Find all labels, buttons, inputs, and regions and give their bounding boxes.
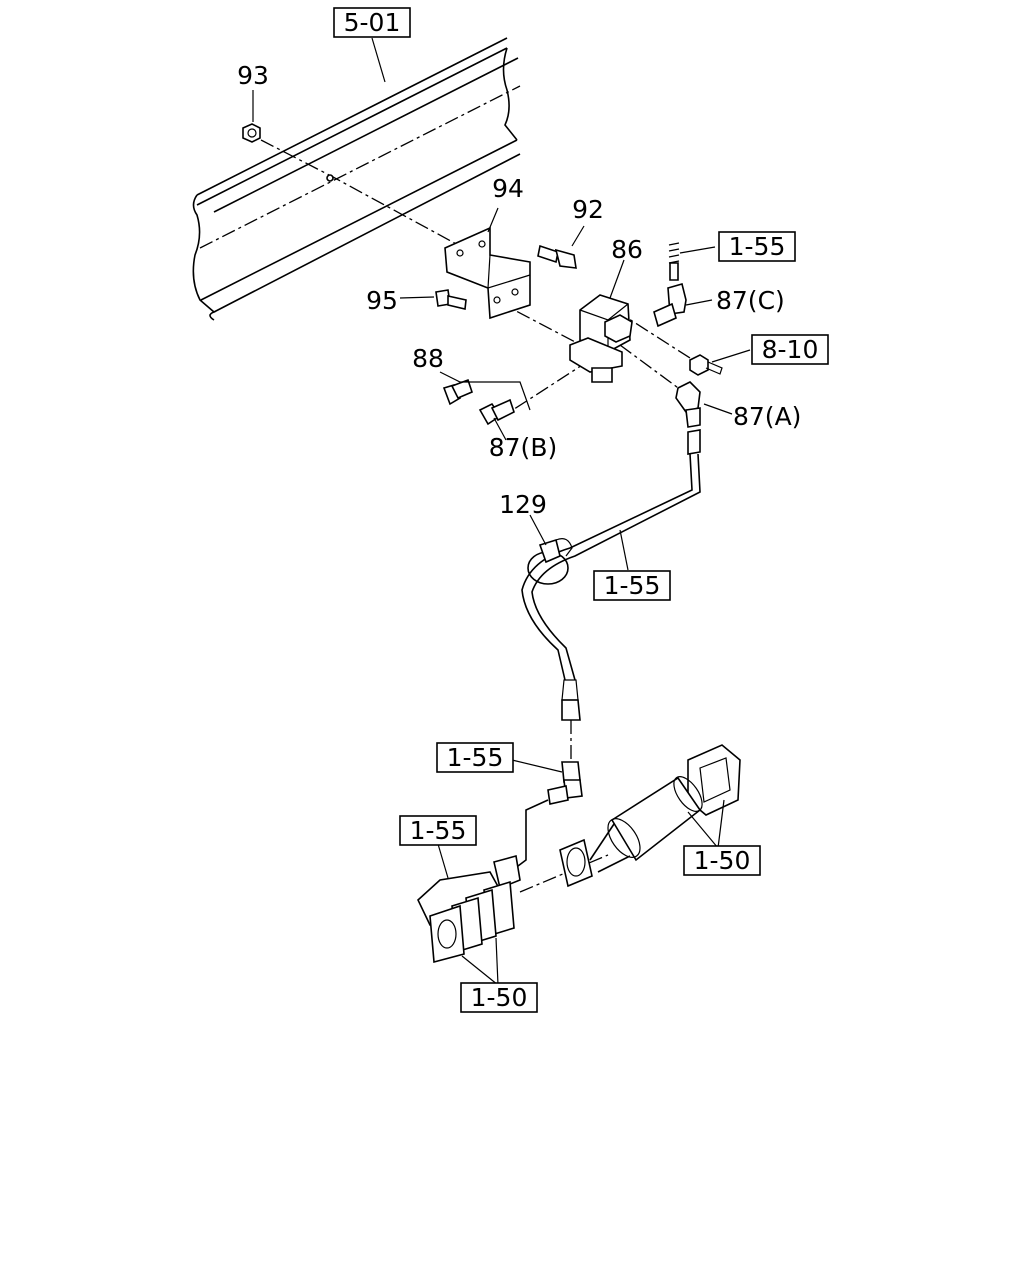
exhaust-pipe [559,744,741,888]
fitting-87c [653,283,687,328]
svg-text:5-01: 5-01 [344,8,401,37]
svg-text:1-55: 1-55 [604,571,661,600]
nut-93 [242,123,261,143]
svg-text:1-55: 1-55 [410,816,467,845]
callout-92: 92 [572,195,604,224]
bolt-hole-marker [326,174,334,182]
hose-1-55 [521,429,701,721]
svg-text:1-55: 1-55 [447,743,504,772]
frame-rail [192,37,521,321]
callout-86: 86 [611,235,643,264]
ref-1-55-top: 1-55 [718,231,796,262]
ref-1-50-bottom: 1-50 [460,982,538,1013]
bolt-92 [537,244,577,269]
svg-text:8-10: 8-10 [762,335,819,364]
callout-94: 94 [492,174,524,203]
clamp-129 [527,538,573,585]
callout-87c: 87(C) [716,286,785,315]
fitting-88 [442,378,473,406]
callout-93: 93 [237,61,269,90]
svg-text:1-55: 1-55 [729,232,786,261]
spring-connector [668,242,680,281]
callout-129: 129 [499,490,547,519]
bracket-94 [444,226,531,320]
ref-1-55-lower: 1-55 [436,742,514,773]
svg-text:1-50: 1-50 [471,983,528,1012]
fitting-87a [675,381,701,428]
bolt-95 [435,289,467,310]
callout-87a: 87(A) [733,402,801,431]
exhaust-brake-housing [417,854,521,964]
callout-95: 95 [366,286,398,315]
ref-1-55-left: 1-55 [399,815,477,846]
ref-5-01: 5-01 [333,7,411,38]
ref-8-10: 8-10 [751,334,829,365]
callout-88: 88 [412,344,444,373]
sensor-8-10 [689,354,723,376]
fitting-87b [478,398,515,426]
svg-text:1-50: 1-50 [694,846,751,875]
ref-1-50-right: 1-50 [683,845,761,876]
callout-87b: 87(B) [489,433,557,462]
leader-lines [252,37,751,986]
ref-1-55-middle: 1-55 [593,570,671,601]
valve-86 [569,294,633,383]
